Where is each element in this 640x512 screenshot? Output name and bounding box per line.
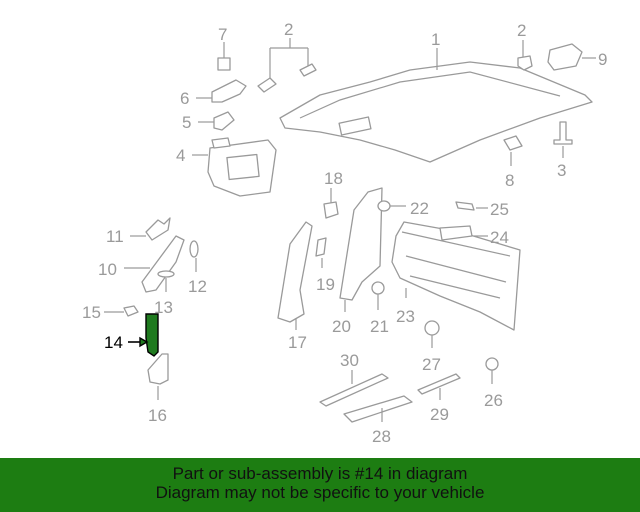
callout-10: 10 <box>98 260 117 279</box>
callout-3: 3 <box>557 161 566 180</box>
callout-30: 30 <box>340 351 359 370</box>
highlight-info-banner: Part or sub-assembly is #14 in diagram D… <box>0 458 640 512</box>
clip-part-19: 19 <box>315 237 335 294</box>
callout-19: 19 <box>316 275 335 294</box>
fastener-part-21: 21 <box>370 281 389 336</box>
banner-line-2: Diagram may not be specific to your vehi… <box>155 483 485 502</box>
callout-25: 25 <box>490 200 509 219</box>
callout-23: 23 <box>396 307 415 326</box>
fastener-part-26: 26 <box>484 357 503 410</box>
pillar-part-17: 17 <box>277 221 313 352</box>
trim-part-16: 16 <box>147 353 169 425</box>
callout-29: 29 <box>430 405 449 424</box>
bracket-part-6: 6 <box>180 79 247 108</box>
callout-21: 21 <box>370 317 389 336</box>
clip-part-2a: 2 <box>257 20 317 93</box>
cap-part-22: 22 <box>377 199 429 218</box>
banner-line-1: Part or sub-assembly is #14 in diagram <box>172 464 468 483</box>
headliner-part: 1 <box>279 30 593 163</box>
callout-16: 16 <box>148 406 167 425</box>
bracket-part-9: 9 <box>547 43 607 71</box>
callout-14: 14 <box>104 333 123 352</box>
callout-2b: 2 <box>517 21 526 40</box>
callout-6: 6 <box>180 89 189 108</box>
callout-15: 15 <box>82 303 101 322</box>
stud-part: 3 <box>553 121 573 180</box>
callout-1: 1 <box>431 30 440 49</box>
fastener-part-27: 27 <box>422 320 441 374</box>
callout-22: 22 <box>410 199 429 218</box>
callout-13: 13 <box>154 298 173 317</box>
clip-part-18: 18 <box>323 169 343 219</box>
sill-plate-part-28: 28 <box>343 395 413 446</box>
trim-part-10: 10 <box>98 235 185 293</box>
callout-7: 7 <box>218 25 227 44</box>
callout-17: 17 <box>288 333 307 352</box>
callout-28: 28 <box>372 427 391 446</box>
callout-4: 4 <box>176 146 185 165</box>
callout-18: 18 <box>324 169 343 188</box>
handle-part-24: 24 <box>439 225 509 247</box>
sunvisor-part: 4 <box>176 137 277 197</box>
callout-24: 24 <box>490 228 509 247</box>
sill-plate-part-30: 30 <box>319 351 389 407</box>
highlighted-part-14[interactable]: 14 <box>104 313 159 357</box>
callout-27: 27 <box>422 355 441 374</box>
callout-8: 8 <box>505 171 514 190</box>
panel-part-23: 23 <box>391 221 521 331</box>
callout-26: 26 <box>484 391 503 410</box>
callout-2a: 2 <box>284 20 293 39</box>
clip-part-7: 7 <box>217 25 231 71</box>
callout-20: 20 <box>332 317 351 336</box>
callout-12: 12 <box>188 277 207 296</box>
bracket-part-5: 5 <box>182 111 235 132</box>
cap-part-8: 8 <box>503 135 523 190</box>
clip-part-2b: 2 <box>517 21 533 71</box>
interior-trim-diagram: 1 2 2 3 4 <box>82 20 607 446</box>
trim-part-11: 11 <box>106 217 171 246</box>
clip-part-15: 15 <box>82 303 139 322</box>
pillar-part-20: 20 <box>332 187 383 336</box>
callout-11: 11 <box>106 227 124 246</box>
sill-plate-part-29: 29 <box>417 373 461 424</box>
trim-part-13: 13 <box>154 270 175 317</box>
clip-part-25: 25 <box>455 200 509 219</box>
callout-9: 9 <box>598 50 607 69</box>
callout-5: 5 <box>182 113 191 132</box>
trim-part-12: 12 <box>188 240 207 296</box>
